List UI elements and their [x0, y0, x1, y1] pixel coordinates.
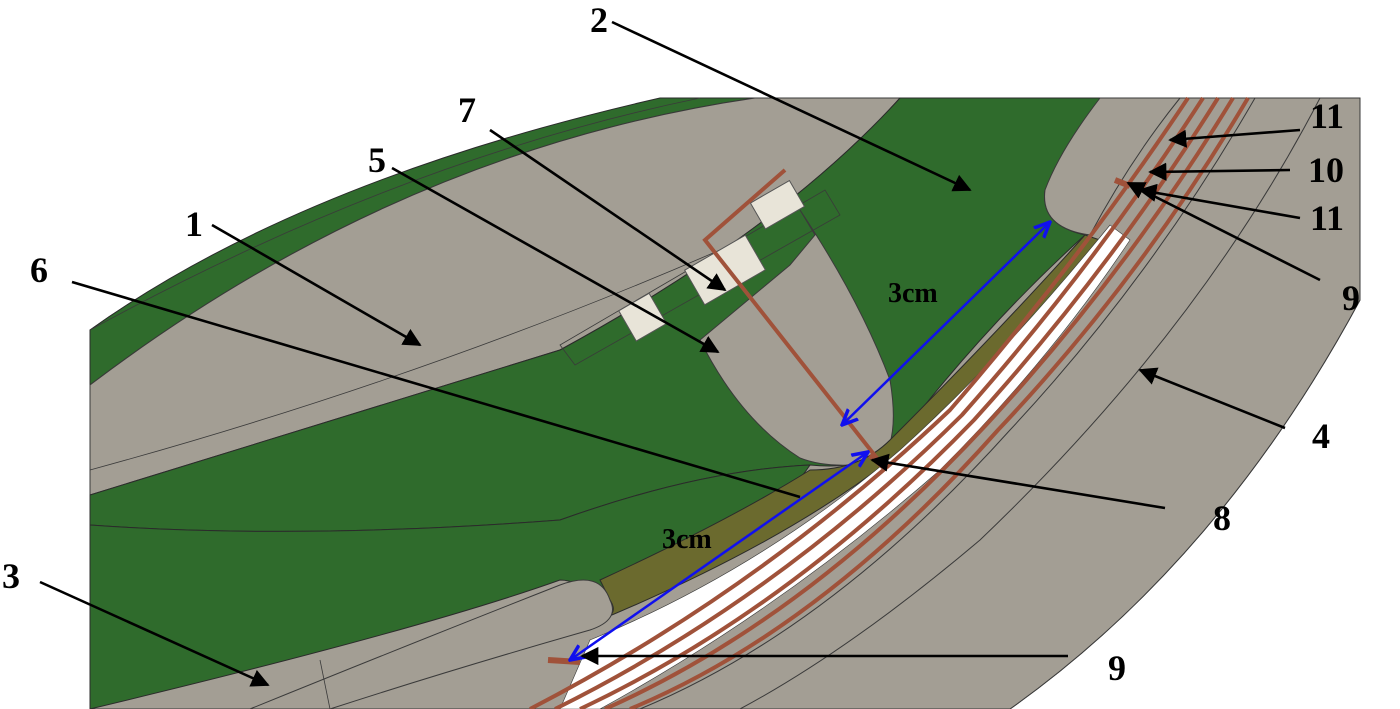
drawing-area	[89, 96, 1361, 709]
upper-tooth	[1044, 97, 1182, 236]
callout-9-lower: 9	[1108, 648, 1126, 688]
dimension-label-lower: 3cm	[662, 524, 712, 555]
dimension-arrow-lower	[570, 452, 868, 660]
callout-1: 1	[185, 204, 203, 244]
callout-10: 10	[1308, 150, 1344, 190]
dimension-label-upper: 3cm	[888, 278, 938, 309]
callout-8: 8	[1213, 498, 1231, 538]
dimension-arrows	[570, 222, 1050, 660]
callout-6: 6	[30, 250, 48, 290]
callout-11-upper: 11	[1310, 96, 1344, 136]
leader-lines	[39, 20, 1321, 687]
callout-5: 5	[368, 140, 386, 180]
callout-11-lower: 11	[1310, 198, 1344, 238]
callout-numbers: 1 2 3 4 5 6 7 8 9 9 10 11 11	[2, 0, 1360, 688]
callout-2: 2	[590, 0, 608, 40]
callout-7: 7	[458, 90, 476, 130]
callout-9-upper: 9	[1342, 278, 1360, 318]
dimension-arrow-upper	[842, 222, 1050, 425]
callout-3: 3	[2, 556, 20, 596]
callout-4: 4	[1312, 416, 1330, 456]
magnet-blocks	[618, 179, 806, 342]
tooth-conductor	[702, 168, 882, 464]
terminal-lower	[547, 657, 581, 665]
